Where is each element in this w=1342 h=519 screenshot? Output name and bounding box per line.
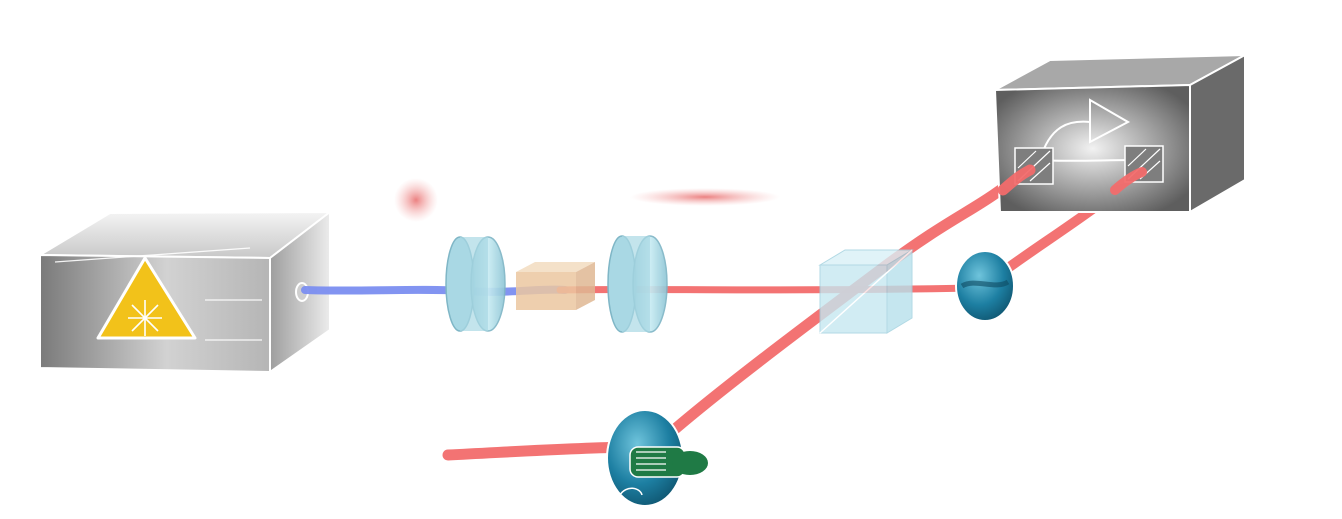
- laser-source: [36, 209, 333, 374]
- balanced-detector: [993, 53, 1246, 214]
- knob-icon: [629, 446, 708, 478]
- adjustable-mirror: [606, 409, 708, 507]
- mirror: [955, 250, 1015, 322]
- lens-1: [445, 236, 506, 332]
- nonlinear-crystal: [516, 262, 595, 310]
- reflection-spot: [394, 178, 438, 222]
- reflection-streak: [630, 188, 780, 206]
- signal-beam-input: [442, 441, 636, 461]
- laser-warning-icon: [96, 256, 197, 340]
- beam-detector-inputs: [997, 164, 1147, 196]
- beam-splitter: [818, 249, 914, 334]
- lens-2: [607, 235, 668, 333]
